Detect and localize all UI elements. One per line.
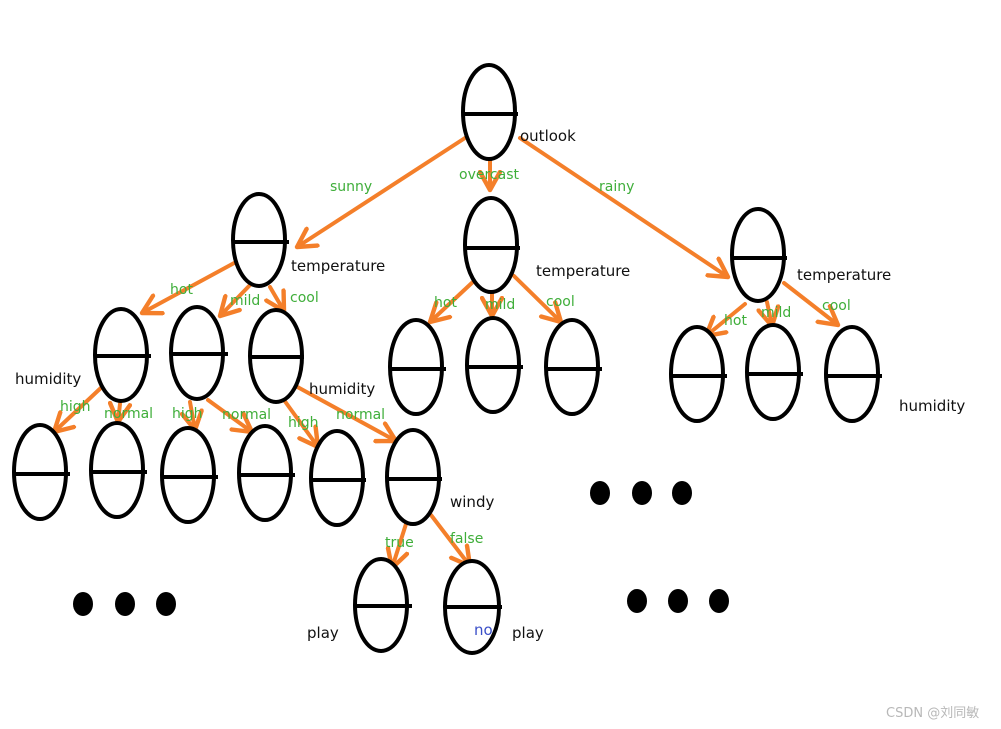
edge-true [392,522,406,568]
node-windy [385,428,442,526]
edge-label-rainy: rainy [599,179,634,195]
edge-cool-1 [270,285,284,311]
edge-label-false: false [450,531,483,547]
edge-label-overcast: overcast [459,167,519,183]
edge-label-hot-3: hot [724,313,747,329]
node-temperature-overcast [463,196,520,294]
node-humidity-cool [248,308,304,404]
label-no: no [474,621,493,639]
edge-sunny [297,136,467,247]
edge-hot-1 [142,260,238,313]
edge-label-mild-2: mild [485,297,515,313]
node-high-3 [309,429,366,527]
edge-label-mild-1: mild [230,293,260,309]
node-cool-3 [824,325,882,423]
edge-rainy [518,136,728,277]
edge-label-cool-3: cool [822,298,851,314]
node-temperature-sunny [231,192,289,288]
label-play-true: play [307,624,339,642]
node-mild-1 [169,305,228,401]
edge-mild-1 [220,283,252,316]
label-temperature-sunny: temperature [291,257,385,275]
node-no-false [443,559,502,655]
edge-hot-3 [706,302,747,336]
edge-false [429,513,470,566]
ellipsis-dots-left-lower [73,592,176,616]
edge-label-high-1: high [60,399,91,415]
node-hot-2 [388,318,446,416]
node-mild-3 [745,323,803,421]
edge-label-high-3: high [288,415,319,431]
edge-label-normal-2: normal [222,407,271,423]
watermark: CSDN @刘同敏 [886,706,979,721]
label-temperature-rainy: temperature [797,266,891,284]
edge-normal-2 [206,398,252,432]
edge-high-2 [190,400,195,430]
edge-label-cool-1: cool [290,290,319,306]
edge-mild-3 [767,300,772,326]
node-mild-2 [465,316,523,414]
edge-label-mild-3: mild [761,305,791,321]
edge-normal-1 [118,404,120,422]
edge-label-hot-2: hot [434,295,457,311]
edge-cool-3 [782,281,838,325]
edge-label-high-2: high [172,406,203,422]
edge-label-hot-1: hot [170,282,193,298]
label-windy: windy [450,493,494,511]
node-play-true [353,557,412,653]
edge-label-cool-2: cool [546,294,575,310]
node-hot-3 [669,325,727,423]
edge-high-1 [54,383,106,432]
node-normal-2 [237,424,295,522]
node-high-1 [12,423,70,521]
label-temperature-overcast: temperature [536,262,630,280]
ellipsis-dots-right-lower [627,589,729,613]
edge-label-normal-1: normal [104,406,153,422]
edge-cool-2 [512,274,561,322]
node-high-2 [160,426,218,524]
node-outlook [461,63,518,161]
label-humidity-right: humidity [899,397,965,415]
node-humidity-hot [93,307,151,403]
edge-high-3 [282,398,318,447]
edge-normal-3 [290,382,396,441]
node-temperature-rainy [730,207,787,303]
edge-label-normal-3: normal [336,407,385,423]
edge-label-true: true [385,535,414,551]
edge-label-sunny: sunny [330,179,372,195]
label-play-false: play [512,624,544,642]
node-cool-2 [544,318,602,416]
label-humidity-mid: humidity [309,380,375,398]
edge-hot-2 [430,278,477,322]
label-humidity-left: humidity [15,370,81,388]
node-normal-1 [89,421,147,519]
ellipsis-dots-right-upper [590,481,692,505]
label-outlook: outlook [520,127,576,145]
